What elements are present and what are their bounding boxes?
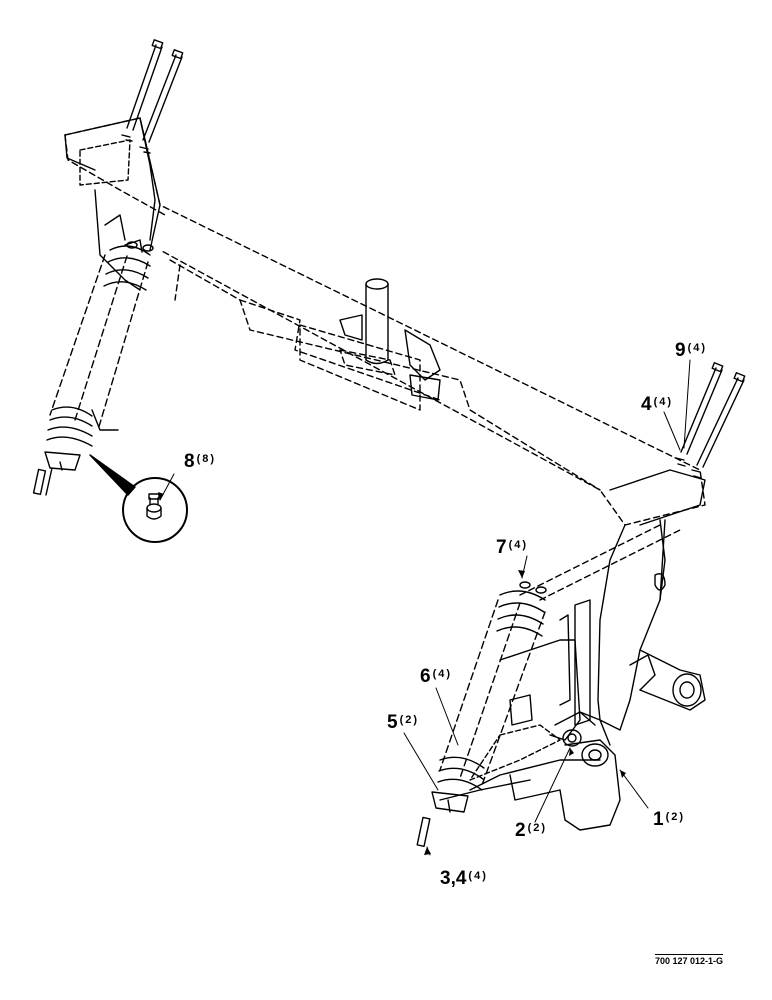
callout-8: 8(8)	[184, 451, 216, 473]
callout-3-4-qty: (4)	[468, 870, 488, 882]
callout-6: 6(4)	[420, 666, 452, 688]
callout-6-qty: (4)	[432, 668, 453, 680]
frame-beam	[64, 117, 706, 526]
callout-2-qty: (2)	[527, 822, 548, 834]
left-spring-assembly	[32, 239, 154, 496]
callout-6-number: 6	[420, 666, 431, 687]
callout-2: 2(2)	[515, 820, 547, 842]
leader-arrowheads	[158, 492, 626, 855]
callout-3-4: 3,4(4)	[440, 868, 488, 890]
callout-7-number: 7	[496, 537, 507, 558]
callout-5-qty: (2)	[399, 714, 420, 726]
callout-4-number: 4	[641, 394, 652, 415]
callout-7: 7(4)	[496, 537, 528, 559]
callout-8-qty: (8)	[196, 453, 217, 465]
callout-9-qty: (4)	[687, 342, 708, 354]
right-spring-assembly	[416, 524, 681, 848]
right-pivot-mount	[439, 639, 621, 831]
callout-5: 5(2)	[387, 712, 419, 734]
callout-2-number: 2	[515, 820, 526, 841]
callout-1-qty: (2)	[665, 811, 686, 823]
callout-4: 4(4)	[641, 394, 673, 416]
callout-3-4-number: 3,4	[440, 868, 467, 889]
left-long-bolts	[121, 39, 184, 154]
callout-9: 9(4)	[675, 340, 707, 362]
callout-8-number: 8	[184, 451, 195, 472]
callout-1: 1(2)	[653, 809, 685, 831]
leader-lines	[159, 359, 691, 856]
callout-9-number: 9	[675, 340, 686, 361]
callout-7-qty: (4)	[508, 539, 529, 551]
callout-4-qty: (4)	[653, 396, 674, 408]
callout-5-number: 5	[387, 712, 398, 733]
detail-circle	[89, 454, 188, 543]
left-end-bracket	[64, 117, 161, 291]
right-long-bolts	[675, 362, 746, 479]
callout-1-number: 1	[653, 809, 664, 830]
center-post	[339, 278, 441, 401]
right-end-bracket	[559, 469, 706, 731]
drawing-number: 700 127 012-1-G	[655, 954, 724, 966]
